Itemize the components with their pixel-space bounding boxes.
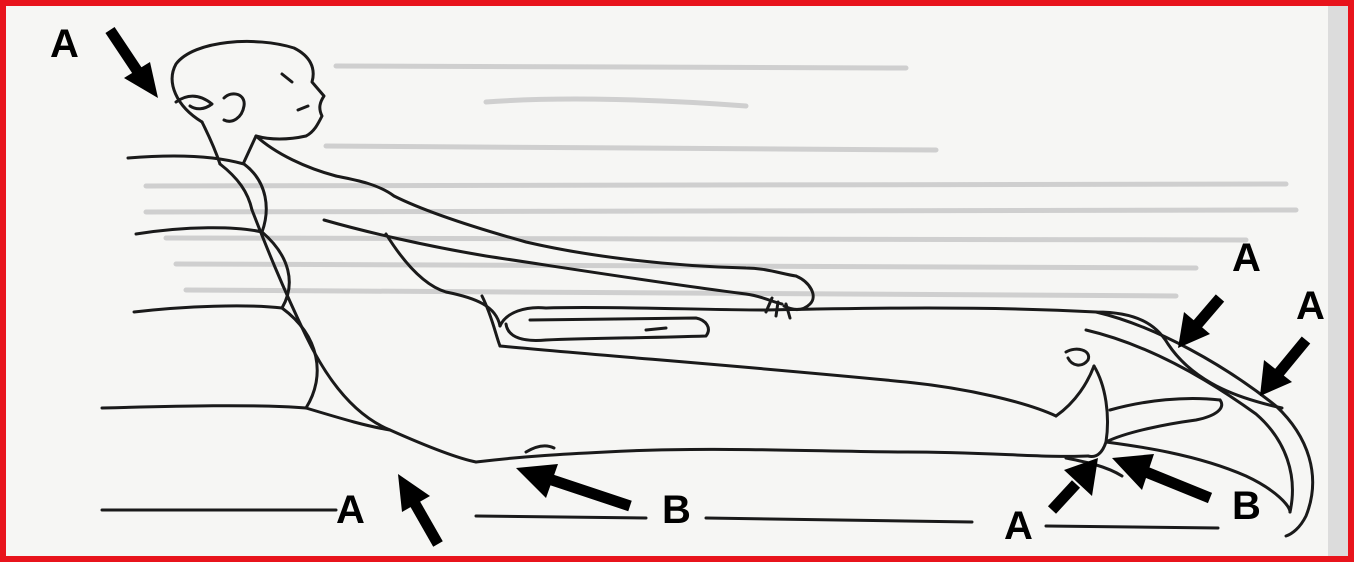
drawing-canvas — [6, 6, 1348, 556]
label-b-heel: B — [1232, 486, 1261, 526]
label-a-sacrum: A — [336, 490, 365, 530]
label-a-toes: A — [1296, 286, 1325, 326]
mattress-lines — [102, 408, 1218, 528]
label-a-occiput: A — [50, 24, 79, 64]
arrow-heel-back — [1112, 454, 1210, 498]
pillows — [102, 156, 317, 408]
arrow-occiput — [110, 30, 158, 98]
arrow-knee — [1178, 298, 1220, 348]
arrow-toes — [1260, 340, 1306, 396]
background-texture — [146, 6, 1348, 556]
label-a-heel: A — [1004, 506, 1033, 546]
arrow-sacrum — [398, 474, 438, 544]
arrow-buttock — [516, 464, 630, 506]
arrow-heel — [1052, 458, 1098, 510]
label-a-knee: A — [1232, 238, 1261, 278]
label-b-buttock: B — [662, 490, 691, 530]
